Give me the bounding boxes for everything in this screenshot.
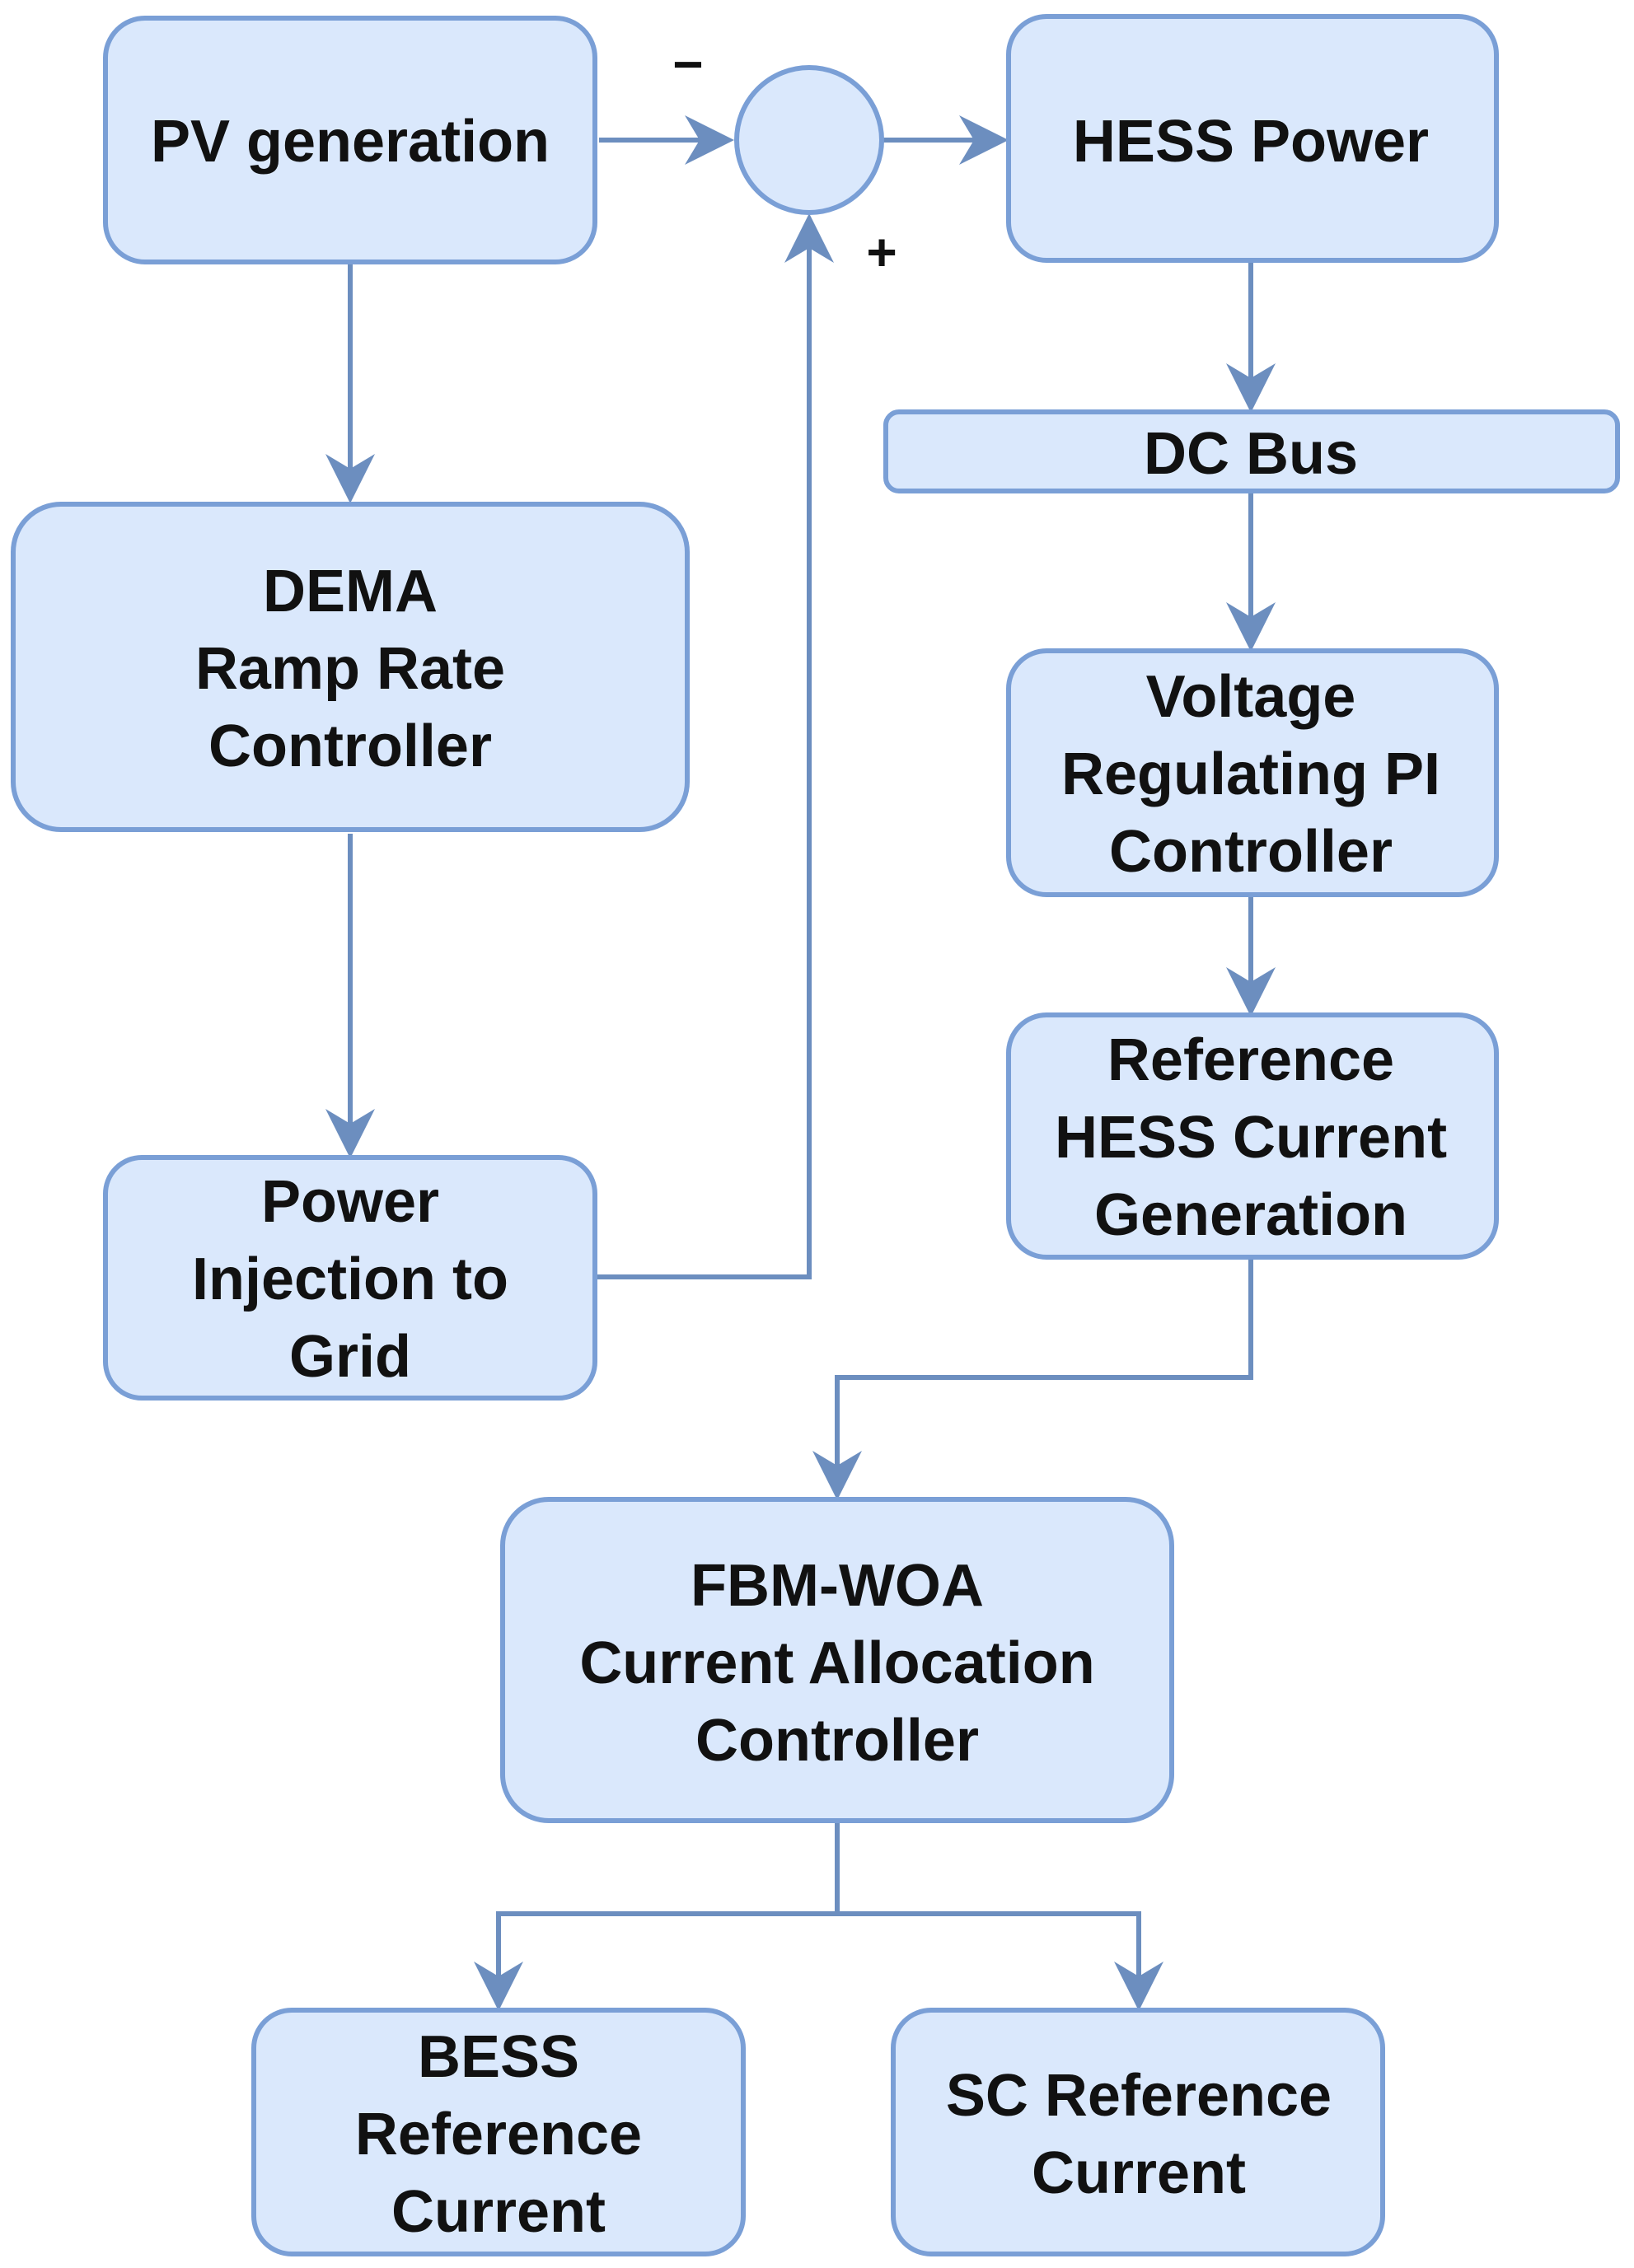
junction-minus-sign: −	[672, 35, 703, 94]
node-label-pv-generation: PV generation	[151, 109, 550, 175]
node-label-line: DEMA	[263, 559, 438, 624]
edge-fbmwoa-to-sc	[837, 1911, 1163, 2011]
node-label-line: Reference	[1107, 1027, 1394, 1093]
node-label-line: Generation	[1094, 1182, 1407, 1248]
node-label-line: HESS Power	[1073, 109, 1429, 175]
node-label-line: Regulating PI	[1061, 741, 1440, 807]
node-label-line: Controller	[208, 713, 492, 779]
node-label-line: Voltage	[1146, 664, 1356, 730]
node-label-line: Current Allocation	[579, 1630, 1094, 1696]
node-label-line: Reference	[355, 2102, 642, 2167]
edge-injection-to-junction	[595, 213, 834, 1279]
edge-fbmwoa-to-bess	[474, 1822, 840, 2011]
node-dc-bus: DC Bus	[883, 409, 1620, 493]
node-hess-power: HESS Power	[1006, 14, 1499, 263]
node-label-line: Controller	[695, 1708, 979, 1774]
node-label-line: PV generation	[151, 109, 550, 175]
summing-junction: − +	[672, 35, 897, 282]
edge-refhess-to-fbmwoa	[812, 1259, 1253, 1500]
node-label-dc-bus: DC Bus	[1144, 421, 1358, 487]
junction-plus-sign: +	[866, 222, 897, 282]
node-label-line: Current	[1032, 2140, 1246, 2206]
node-label-line: FBM-WOA	[691, 1553, 984, 1619]
node-label-line: HESS Current	[1055, 1105, 1447, 1171]
node-label-line: Grid	[289, 1324, 411, 1390]
node-label-line: DC Bus	[1144, 421, 1358, 487]
node-label-line: Power	[261, 1169, 439, 1235]
node-label-line: Controller	[1109, 819, 1393, 885]
node-label-line: Current	[391, 2179, 606, 2245]
node-label-line: BESS	[418, 2024, 579, 2090]
node-label-line: Injection to	[192, 1246, 508, 1312]
node-pv-generation: PV generation	[103, 16, 597, 264]
node-label-hess-power: HESS Power	[1073, 109, 1429, 175]
node-label-line: Ramp Rate	[195, 636, 505, 702]
node-label-line: SC Reference	[946, 2063, 1332, 2129]
edges-layer	[325, 115, 1276, 2011]
